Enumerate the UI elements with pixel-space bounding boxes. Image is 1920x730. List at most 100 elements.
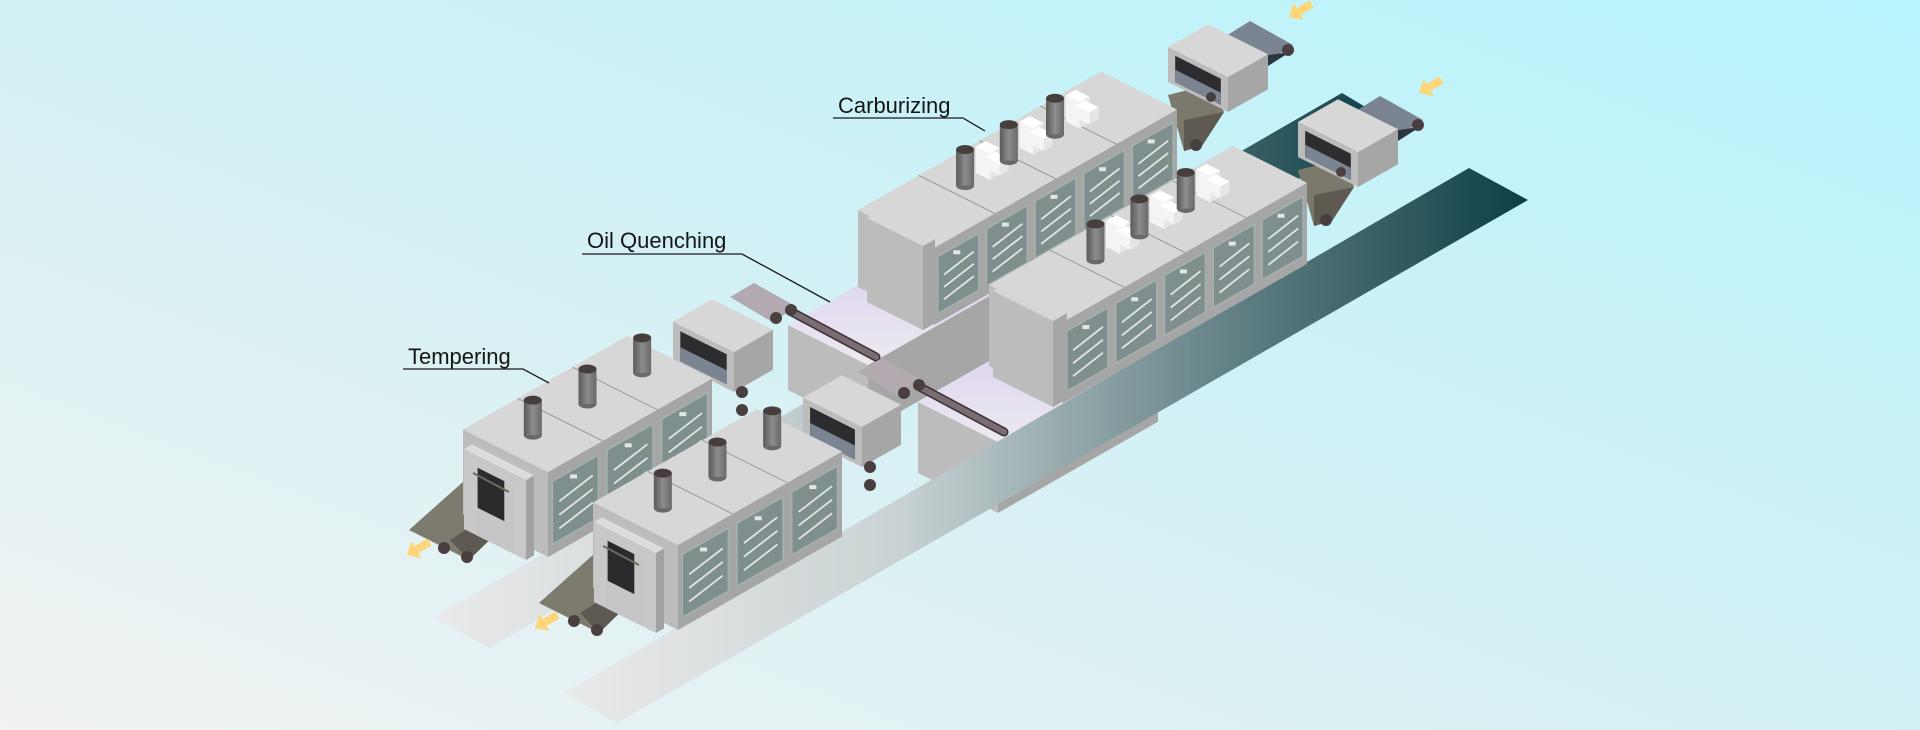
carburizing-furnace-1-1-burner-step-end-face — [985, 156, 1000, 176]
carburizing-furnace-1-end-cap-front-face — [923, 239, 935, 330]
carburizing-furnace-2-2-chimney-icon — [1130, 198, 1149, 235]
carburizing-furnace-1-door-vent-line — [943, 263, 975, 288]
carburizing-furnace-1-2-chimney-icon — [999, 124, 1018, 161]
carburizing-furnace-1-1-burner-top-face — [975, 141, 1000, 154]
carburizing-furnace-2-1-burner-top-face — [1106, 215, 1130, 228]
carburizing-furnace-1-3-burner-step-end-face — [1075, 105, 1090, 125]
carburizing-furnace-2-door-handle — [1179, 269, 1187, 274]
tempering-furnace-1-door-vent-line — [613, 457, 648, 485]
carburizing-furnace-1-door-handle — [1001, 222, 1009, 227]
input-station-2-box-top-face — [1298, 99, 1398, 152]
carburizing-furnace-2-1-burner-end-face — [1106, 220, 1120, 254]
quench-transfer-belt-1-chain — [787, 308, 879, 360]
tempering-furnace-2-door-panel — [736, 496, 784, 587]
carburizing-furnace-1-door-panel — [937, 232, 980, 315]
tempering-furnace-1-door-handle — [624, 443, 632, 448]
carburizing-furnace-1-door-vent-line — [1040, 220, 1072, 245]
carburizing-furnace-2-door-vent-line — [1267, 227, 1299, 253]
carburizing-furnace-1-2-burner-end-face — [1019, 121, 1034, 155]
input-station-1-roller — [1282, 44, 1294, 56]
input-station-1-box-front-face — [1228, 54, 1268, 112]
carburizing-furnace-2-door-panel — [1212, 223, 1256, 309]
tempering-furnace-2-door-vent-line — [743, 516, 778, 544]
output-arrow-2-icon — [535, 611, 560, 632]
carburizing-furnace-2-3-burner-step-end-face — [1206, 179, 1221, 199]
carburizing-furnace-1-3-burner-step-top-face — [1075, 100, 1099, 113]
carburizing-furnace-2-3-burner-top-face — [1196, 163, 1221, 177]
input-station-1-roller — [1206, 92, 1216, 102]
tempering-furnace-2-door-handle — [754, 516, 762, 521]
tempering-furnace-2-door-vent-line — [798, 512, 833, 540]
carburizing-furnace-1-door-panel — [1082, 149, 1126, 232]
carburizing-furnace-2-2-burner-step-end-face — [1159, 205, 1174, 225]
input-arrow-1-icon — [1289, 0, 1314, 21]
carburizing-furnace-2-door-panel — [1163, 251, 1207, 337]
tempering-furnace-1-roller — [438, 542, 450, 554]
carburizing-furnace-2-2-burner-end-face — [1149, 195, 1164, 229]
carburizing-furnace-2-door-vent-line — [1170, 270, 1202, 296]
tempering-furnace-1-2-chimney-icon — [578, 369, 597, 405]
carburizing-furnace-1-2-burner-top-face — [1019, 116, 1044, 129]
quench-transfer-belt-2-roller — [913, 379, 925, 391]
machines-layer — [407, 0, 1528, 723]
carburizing-furnace-2-2-burner-top-face — [1149, 190, 1174, 203]
carburizing-furnace-1-top-seam — [918, 175, 995, 214]
tempering-furnace-1-2-chimney-cap — [578, 364, 597, 374]
input-station-2-roller — [1336, 167, 1346, 177]
carburizing-furnace-2-1-chimney-icon — [1086, 223, 1105, 260]
carburizing-furnace-2-end-cap-top-face — [993, 283, 1067, 321]
tempering-connector-1-roller — [736, 404, 748, 416]
carburizing-furnace-1-door-vent-line — [943, 275, 975, 300]
tempering-furnace-2-door-vent-line — [743, 543, 778, 572]
tempering-furnace-2-roller — [568, 615, 580, 627]
carburizing-furnace-1-door-vent-line — [992, 247, 1023, 273]
carburizing-furnace-1-door-handle — [1099, 167, 1107, 172]
carburizing-furnace-2-door-handle — [1228, 241, 1236, 246]
quench-transfer-belt-1 — [730, 283, 797, 322]
quench-transfer-belt-2-roller — [898, 387, 910, 399]
carburizing-furnace-2-3-chimney-icon — [1176, 172, 1195, 209]
input-station-1-roller — [1190, 139, 1202, 151]
tempering-furnace-2-2-chimney-cap — [708, 437, 727, 447]
carburizing-furnace-2-door-panel — [1114, 279, 1158, 364]
carburizing-furnace-1-door-vent-line — [1137, 164, 1169, 190]
tempering-furnace-2-belt-edge — [602, 545, 640, 566]
leader-line-tempering — [403, 368, 550, 384]
tempering-furnace-2-door-vent-line — [688, 547, 724, 575]
carburizing-furnace-1-door-vent-line — [1089, 192, 1121, 217]
carburizing-furnace-2-3-chimney-cap — [1176, 167, 1195, 177]
carburizing-furnace-1-door-vent-line — [992, 235, 1023, 260]
tempering-furnace-2-door-vent-line — [688, 574, 724, 603]
carburizing-furnace-2-2-chimney-cap — [1130, 194, 1149, 204]
input-station-2-feed-belt — [1356, 96, 1423, 135]
carburizing-furnace-2-door-vent-line — [1170, 296, 1202, 322]
carburizing-furnace-1-1-chimney-cap — [956, 145, 975, 155]
tempering-connector-1-inner-belt — [680, 347, 727, 385]
tempering-furnace-1-3-chimney-cap — [633, 333, 652, 343]
carburizing-furnace-2-3-burner-end-face — [1196, 169, 1211, 203]
carburizing-furnace-2-end-cap-front-face — [1053, 313, 1067, 407]
output-arrow-1-icon — [407, 538, 432, 559]
carburizing-furnace-1-door-handle — [1147, 139, 1155, 144]
carburizing-furnace-2-1-burner-step-end-face — [1116, 230, 1130, 250]
quench-transfer-belt-2 — [858, 358, 925, 397]
label-oil-quenching: Oil Quenching — [587, 228, 726, 253]
carburizing-furnace-1-end-cap-end-face — [867, 218, 923, 330]
input-station-2-roller — [1412, 119, 1424, 131]
tempering-furnace-1-door-vent-line — [558, 474, 594, 502]
carburizing-furnace-2-door-vent-line — [1267, 240, 1299, 266]
carburizing-furnace-2-door-vent-line — [1121, 311, 1153, 337]
quench-transfer-belt-1-roller — [770, 312, 782, 324]
carburizing-furnace-2-door-vent-line — [1121, 298, 1153, 324]
tempering-furnace-1-belt-edge — [472, 472, 510, 493]
tempering-connector-1-roller — [736, 386, 748, 398]
leader-line-oil-quenching — [582, 253, 831, 303]
input-station-1-feed-belt-underside — [1262, 52, 1290, 66]
carburizing-furnace-2-door-vent-line — [1170, 283, 1202, 309]
carburizing-furnace-1-1-burner-end-face — [975, 146, 990, 180]
carburizing-furnace-1-door-vent-line — [943, 250, 975, 276]
tempering-furnace-2-3-chimney-cap — [763, 406, 782, 416]
tempering-furnace-2-door-panel — [681, 527, 730, 619]
input-station-2-box-front-face — [1358, 129, 1398, 187]
tempering-connector-2-inner-belt — [810, 423, 855, 460]
